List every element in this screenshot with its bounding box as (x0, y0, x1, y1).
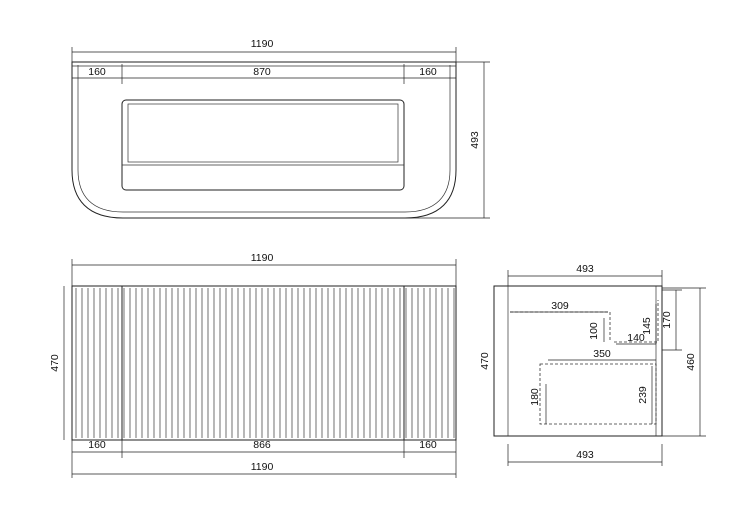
side-lower-width-label: 350 (593, 348, 611, 360)
front-right-panel-label: 160 (419, 439, 437, 451)
side-lower-drawer (539, 363, 657, 425)
side-cutout-height-label: 100 (588, 322, 600, 340)
side-depth-top-label: 493 (576, 263, 594, 275)
side-drawer-depth-label: 309 (551, 300, 569, 312)
side-view: 493 309 100 140 145 170 350 180 239 470 (479, 263, 706, 466)
front-center-panel-label: 866 (253, 439, 271, 451)
top-depth-label: 493 (469, 131, 481, 149)
front-view: 1190 470 160 866 160 1190 (49, 252, 457, 478)
front-view-flutes (75, 288, 455, 438)
front-width-top-label: 1190 (251, 252, 274, 264)
front-left-panel-label: 160 (88, 439, 106, 451)
side-top-right-height-label: 145 (641, 317, 653, 335)
top-view-inner-tray (127, 103, 399, 163)
side-left-height-label: 470 (479, 352, 491, 370)
top-width-label: 1190 (251, 38, 274, 50)
side-depth-bottom-label: 493 (576, 449, 594, 461)
side-right-overall-height-label: 460 (685, 353, 697, 371)
front-height-label: 470 (49, 354, 61, 372)
side-right-height-label: 170 (661, 311, 673, 329)
side-view-body (493, 285, 663, 437)
side-lower-left-height-label: 180 (529, 388, 541, 406)
top-center-label: 870 (253, 66, 271, 78)
top-view-body-outline (71, 61, 457, 219)
top-view-recess (121, 99, 405, 191)
top-view-fluted-edge (77, 65, 451, 213)
side-cutout-width-label: 140 (627, 332, 645, 344)
front-width-bottom-label: 1190 (251, 461, 274, 473)
top-view: 1190 160 870 160 493 (71, 38, 490, 219)
front-view-body (71, 285, 457, 441)
top-left-side-label: 160 (88, 66, 106, 78)
top-right-side-label: 160 (419, 66, 437, 78)
side-lower-right-height-label: 239 (637, 386, 649, 404)
